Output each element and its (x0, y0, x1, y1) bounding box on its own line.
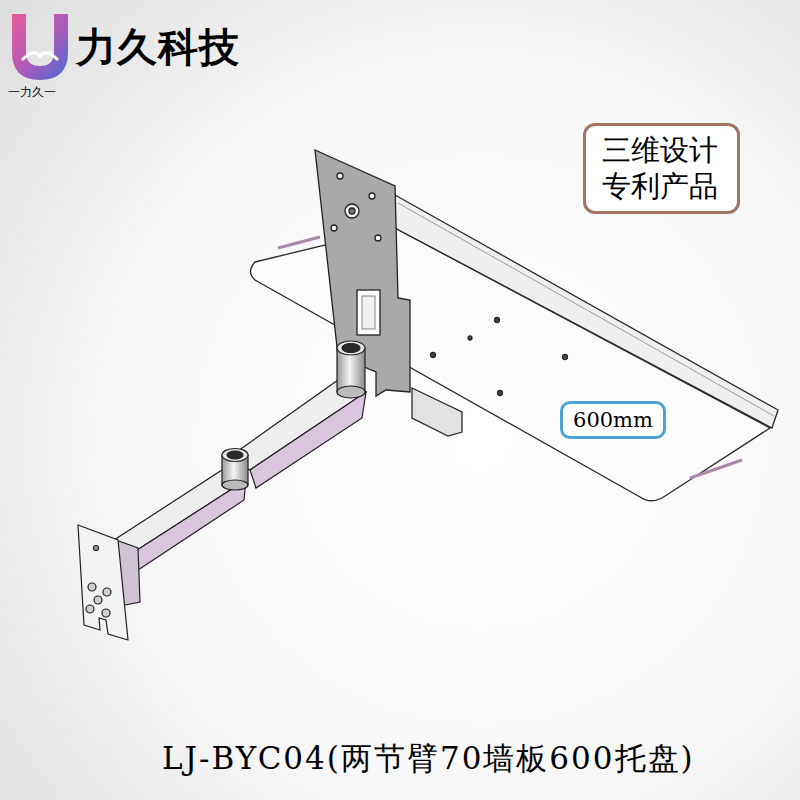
badge-text: 三维设计 专利产品 (598, 132, 723, 205)
badge-text: 600mm (572, 407, 654, 433)
arm-segment-one (228, 380, 366, 488)
patent-badge: 三维设计 专利产品 (583, 123, 740, 214)
wall-plate (78, 525, 140, 640)
logo-icon (12, 14, 68, 80)
vertical-mount-plate (315, 150, 410, 396)
brand-tagline: 一力久一 (8, 86, 56, 100)
arm-joint-middle (222, 449, 248, 491)
brand-name: 力久科技 (76, 24, 240, 70)
arm-joint-upper (337, 341, 365, 398)
dimension-badge: 600mm (560, 401, 666, 439)
product-caption: LJ-BYC04(两节臂70墙板600托盘) (162, 738, 695, 780)
